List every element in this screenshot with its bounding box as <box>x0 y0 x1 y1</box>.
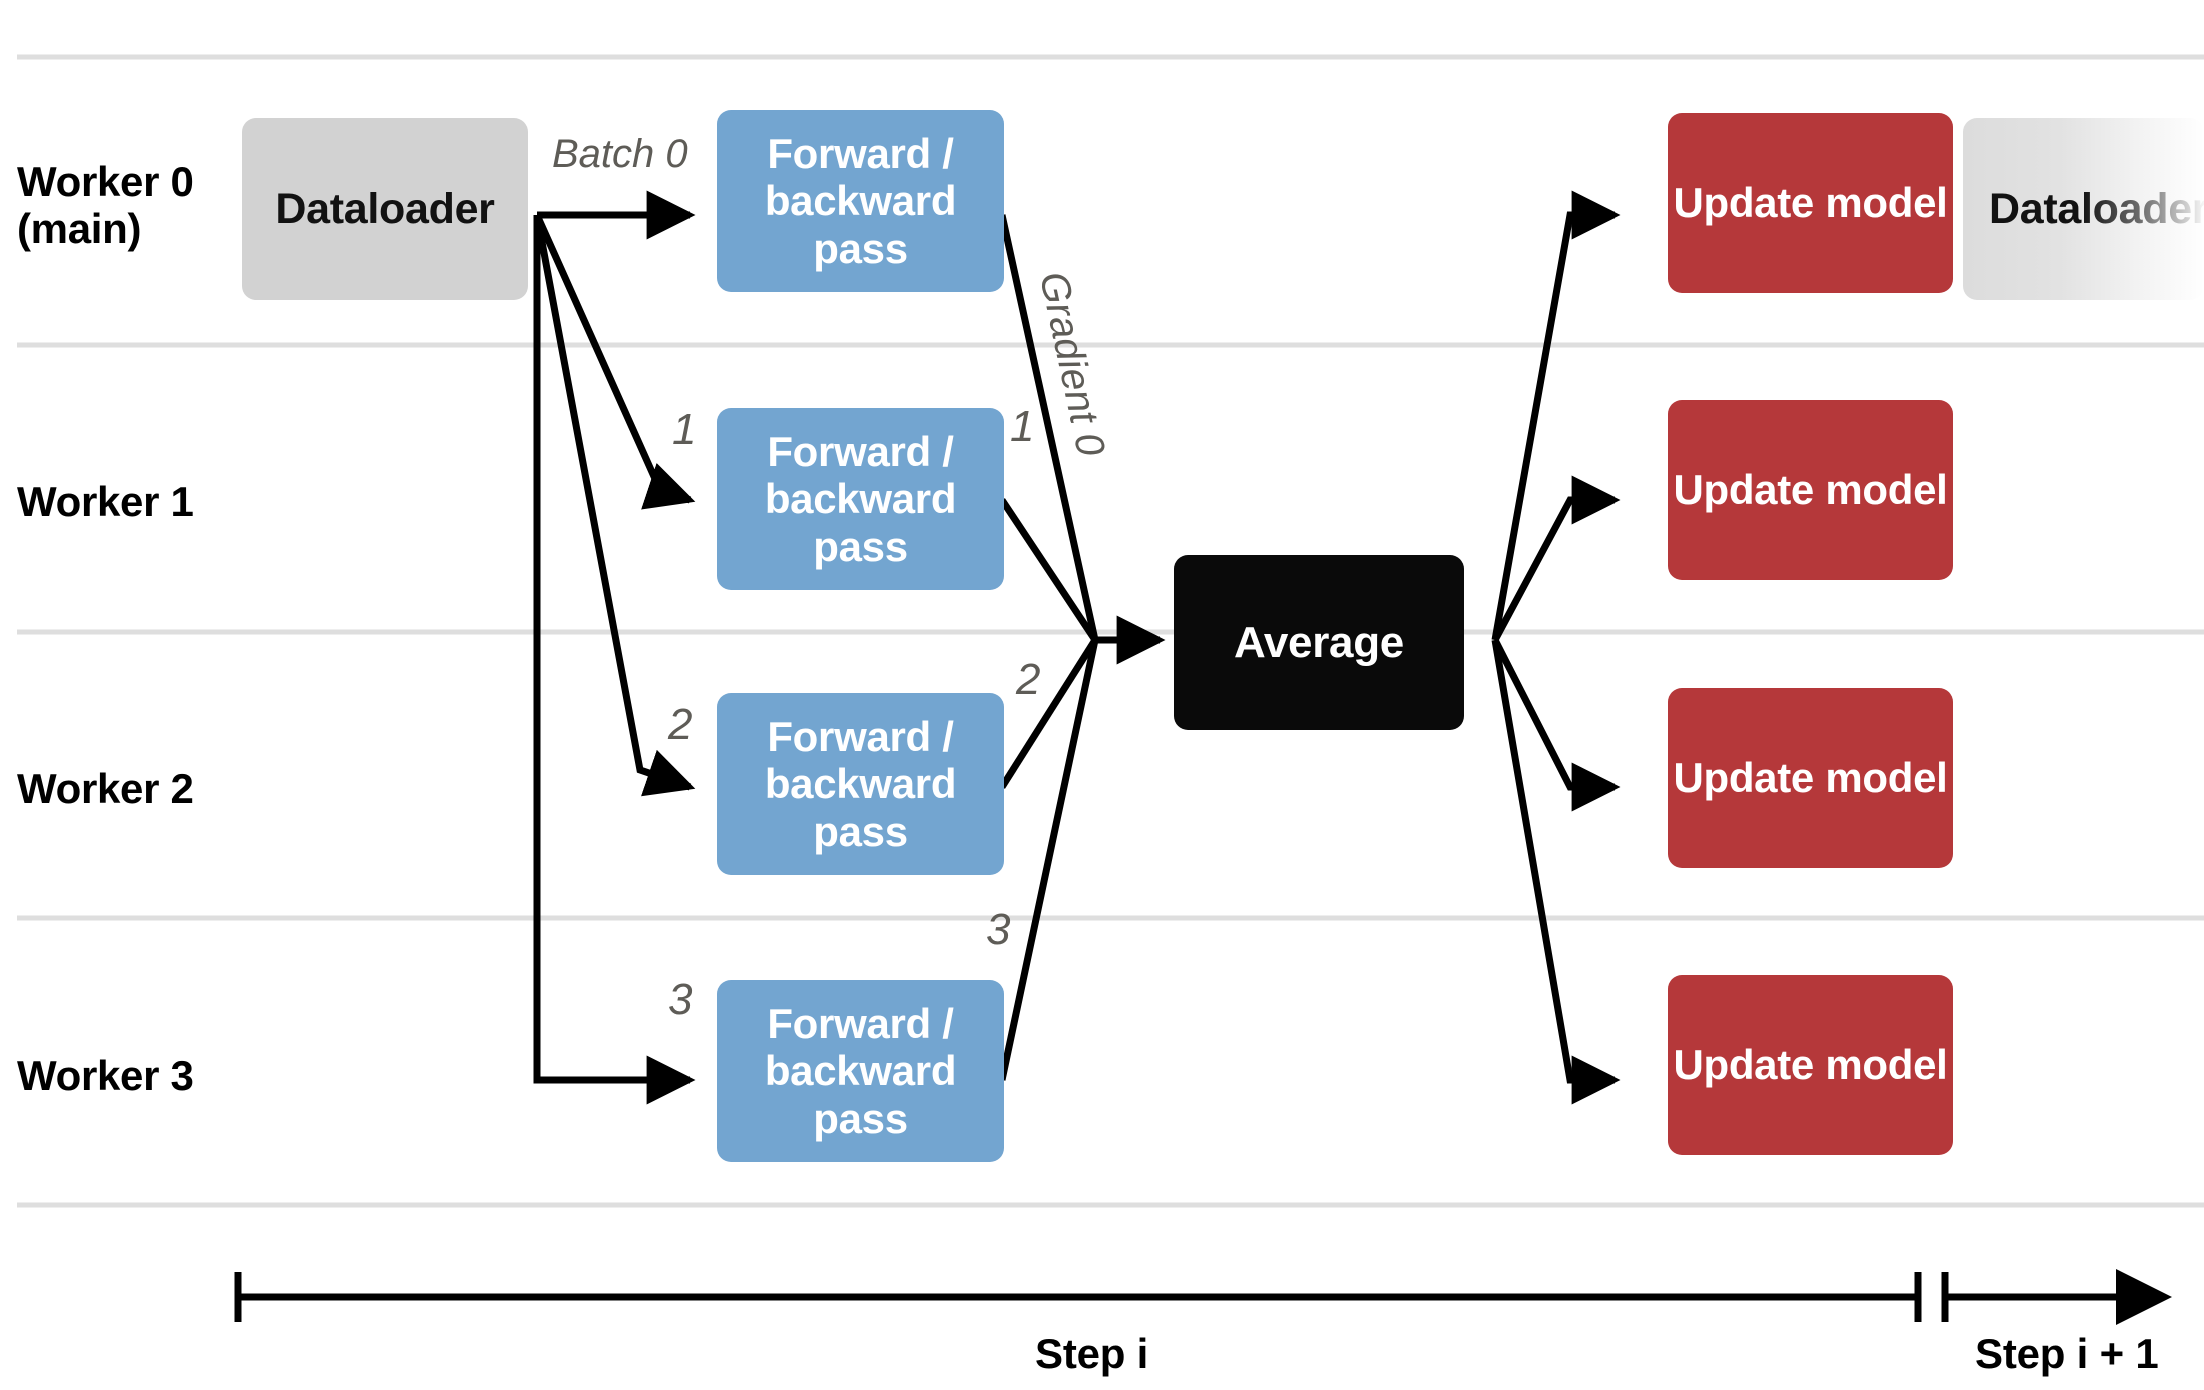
node-dataloader-next-label: Dataloader <box>1989 184 2204 233</box>
edge-label-batch-1: 1 <box>672 405 697 454</box>
node-average[interactable]: Average <box>1174 555 1464 730</box>
edge-update-3 <box>1491 639 1621 1105</box>
node-update-model-worker-3[interactable]: Update model <box>1668 975 1953 1155</box>
gradient-converge-edges <box>998 214 1166 1081</box>
edge-batch-3 <box>533 215 696 1105</box>
edge-gradient-3 <box>998 639 1099 1081</box>
row-label-worker-1: Worker 1 <box>17 478 194 525</box>
node-forward-backward-worker-2[interactable]: Forward / backward pass <box>717 693 1004 875</box>
edge-gradient-0 <box>998 214 1099 641</box>
node-dataloader[interactable]: Dataloader <box>242 118 528 300</box>
dataloader-fanout-edges <box>533 190 696 1105</box>
edge-label-gradient-1: 1 <box>1010 402 1035 451</box>
node-forward-backward-worker-3[interactable]: Forward / backward pass <box>717 980 1004 1162</box>
row-label-worker-0: Worker 0 (main) <box>17 158 194 253</box>
row-label-worker-3: Worker 3 <box>17 1052 194 1099</box>
edge-gradient-2 <box>999 638 1098 789</box>
node-dataloader-next-step[interactable]: Dataloader <box>1963 118 2204 300</box>
edge-batch-1 <box>533 213 696 510</box>
timeline-axis <box>234 1269 2172 1325</box>
node-forward-backward-worker-1[interactable]: Forward / backward pass <box>717 408 1004 590</box>
edge-update-1 <box>1491 475 1621 642</box>
edge-label-gradient-2: 2 <box>1016 655 1041 704</box>
edge-label-batch-0: Batch 0 <box>552 132 688 176</box>
timeline-label-step-i: Step i <box>1035 1330 1149 1377</box>
edge-label-batch-2: 2 <box>668 700 693 749</box>
timeline-label-step-i-plus-1: Step i + 1 <box>1975 1330 2159 1377</box>
node-update-model-worker-1[interactable]: Update model <box>1668 400 1953 580</box>
edge-update-0 <box>1491 190 1621 641</box>
row-label-worker-2: Worker 2 <box>17 765 194 812</box>
node-forward-backward-worker-0[interactable]: Forward / backward pass <box>717 110 1004 292</box>
node-update-model-worker-0[interactable]: Update model <box>1668 113 1953 293</box>
average-fanout-edges <box>1491 190 1621 1105</box>
edge-label-gradient-3: 3 <box>986 905 1011 954</box>
row-separators <box>17 54 2204 1208</box>
edge-batch-2 <box>533 214 696 797</box>
edge-gradient-1 <box>999 498 1098 642</box>
edge-label-batch-3: 3 <box>668 975 693 1024</box>
node-update-model-worker-2[interactable]: Update model <box>1668 688 1953 868</box>
edge-update-2 <box>1491 638 1621 812</box>
